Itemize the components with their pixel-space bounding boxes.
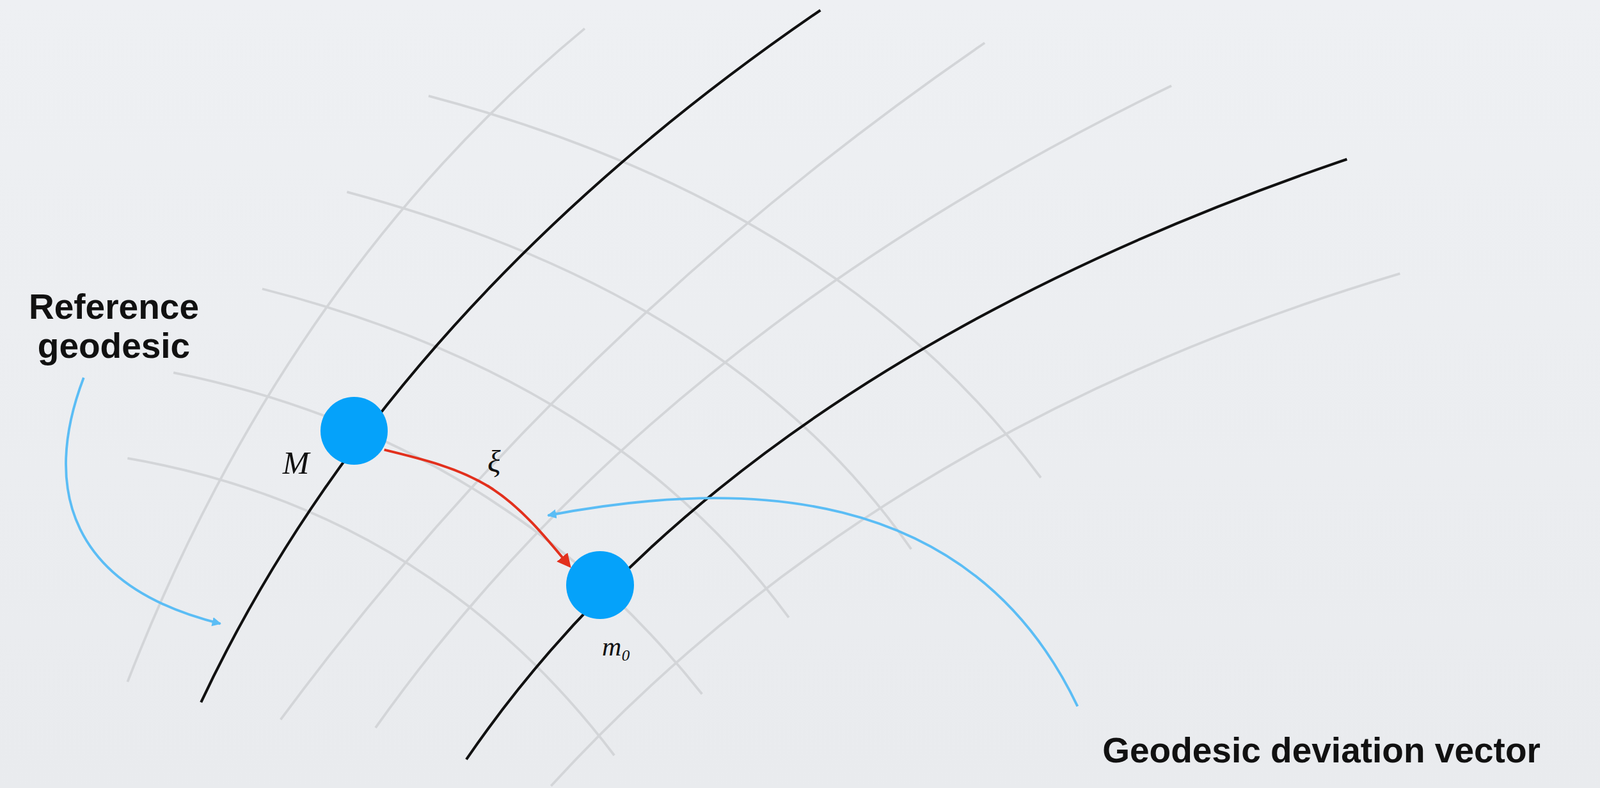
mass-label: M xyxy=(282,443,310,482)
callout-arrows xyxy=(65,377,1078,706)
grid-line xyxy=(173,372,702,694)
grid-lines xyxy=(127,28,1400,786)
grid-line xyxy=(375,85,1172,728)
grid-line xyxy=(262,288,789,617)
neighbour-geodesic xyxy=(466,159,1348,760)
callout-arrow xyxy=(548,497,1078,706)
deviation-arrow xyxy=(384,449,570,566)
mass-circle: m₀ xyxy=(566,550,634,618)
grid-line xyxy=(550,273,1400,785)
callout-arrow xyxy=(65,377,221,624)
callout-label: Geodesic deviation vector xyxy=(1102,730,1541,771)
grid-line xyxy=(127,28,585,682)
geodesics xyxy=(200,10,1347,759)
grid-line xyxy=(346,191,911,549)
callout-label: Reference geodesic xyxy=(5,287,223,366)
mass-label: m₀ xyxy=(601,630,631,662)
grid-line xyxy=(127,458,615,755)
vector-label: ξ⃗ xyxy=(484,442,528,480)
grid-line xyxy=(280,42,986,720)
reference-geodesic xyxy=(200,10,821,702)
grid-line xyxy=(428,95,1041,478)
mass-circle: M xyxy=(320,396,388,464)
